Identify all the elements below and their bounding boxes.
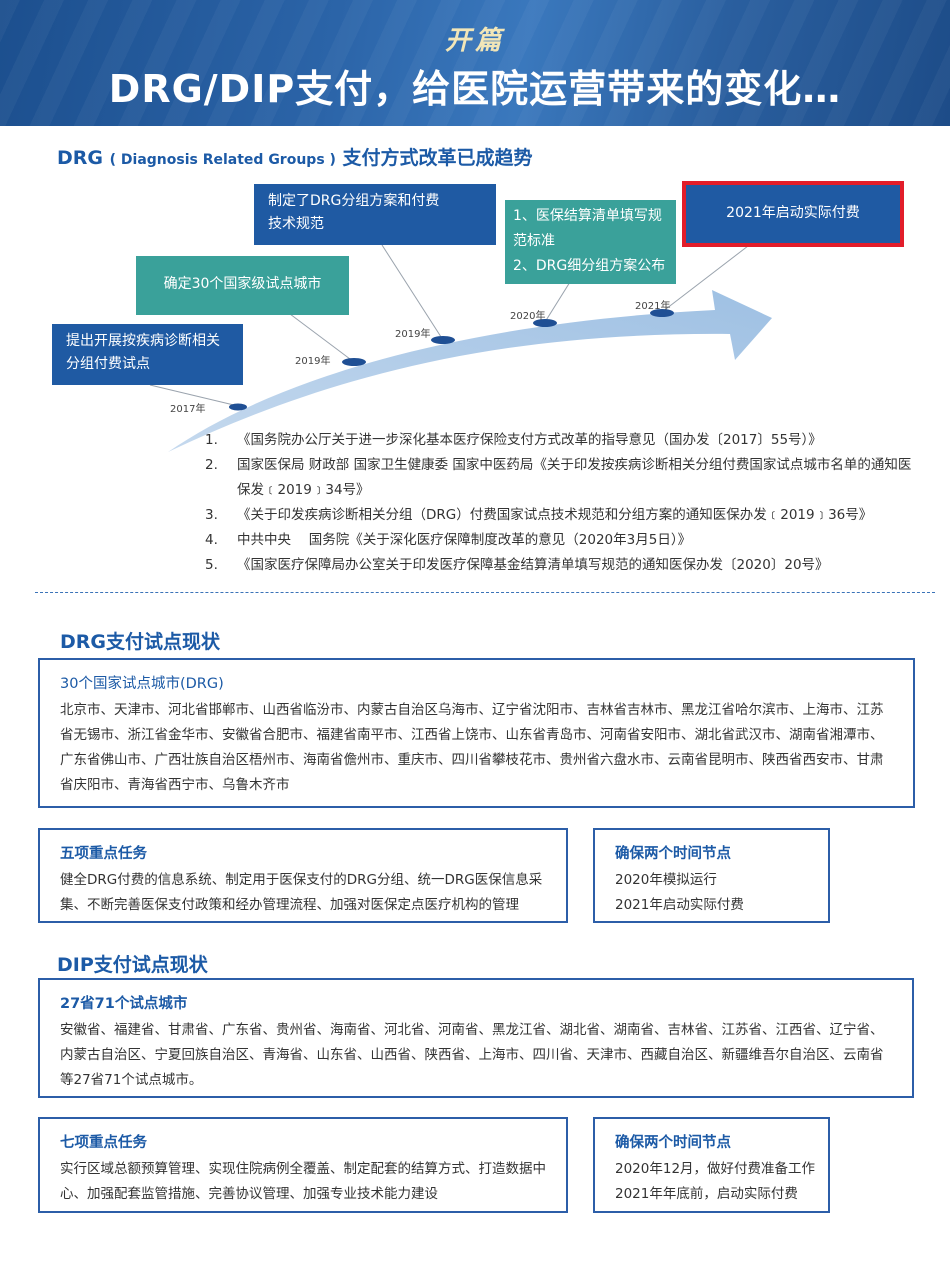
drg-trend-title-tail: 支付方式改革已成趋势 xyxy=(342,147,533,169)
reference-item: 3. 《关于印发疾病诊断相关分组（DRG）付费国家试点技术规范和分组方案的通知医… xyxy=(205,503,915,528)
timeline-dot-3 xyxy=(431,336,455,344)
leader-line-1 xyxy=(149,384,239,407)
timeline-box-2017: 提出开展按疾病诊断相关 分组付费试点 xyxy=(52,324,243,385)
dip-tasks-card: 七项重点任务 实行区域总额预算管理、实现住院病例全覆盖、制定配套的结算方式、打造… xyxy=(38,1117,568,1213)
reference-item: 5. 《国家医疗保障局办公室关于印发医疗保障基金结算清单填写规范的通知医保办发〔… xyxy=(205,553,915,578)
reference-text: 中共中央 国务院《关于深化医疗保障制度改革的意见（2020年3月5日）》 xyxy=(237,532,692,548)
reference-text: 《国家医疗保障局办公室关于印发医疗保障基金结算清单填写规范的通知医保办发〔202… xyxy=(237,557,829,573)
reference-number: 5. xyxy=(205,557,218,573)
leader-line-2 xyxy=(289,313,355,363)
dip-tasks-text: 实行区域总额预算管理、实现住院病例全覆盖、制定配套的结算方式、打造数据中心、加强… xyxy=(60,1161,546,1202)
timeline-box-line: 分组付费试点 xyxy=(66,356,150,372)
timeline-dot-5 xyxy=(650,309,674,317)
reference-text: 《关于印发疾病诊断相关分组（DRG）付费国家试点技术规范和分组方案的通知医保办发… xyxy=(237,507,873,523)
drg-status-title: DRG支付试点现状 xyxy=(60,631,220,653)
timeline-year-2: 2019年 xyxy=(295,356,331,367)
reference-number: 2. xyxy=(205,457,218,473)
timeline-box-line: 2021年启动实际付费 xyxy=(726,205,860,221)
dip-cities-text: 安徽省、福建省、甘肃省、广东省、贵州省、海南省、河北省、河南省、黑龙江省、湖北省… xyxy=(60,1022,884,1088)
timeline-box-2021: 2021年启动实际付费 xyxy=(682,181,904,247)
leader-line-4 xyxy=(544,281,571,323)
reference-item: 1. 《国务院办公厅关于进一步深化基本医疗保险支付方式改革的指导意见（国办发〔2… xyxy=(205,428,915,453)
drg-cities-card: 30个国家试点城市(DRG) 北京市、天津市、河北省邯郸市、山西省临汾市、内蒙古… xyxy=(38,658,915,808)
timeline-year-4: 2020年 xyxy=(510,311,546,322)
dip-cities-title: 27省71个试点城市 xyxy=(60,996,188,1012)
timeline-box-line: 2、DRG细分组方案公布 xyxy=(513,258,666,274)
timeline-box-line: 技术规范 xyxy=(268,216,324,232)
timeline-graphic xyxy=(149,244,772,452)
drg-tasks-text: 健全DRG付费的信息系统、制定用于医保支付的DRG分组、统一DRG医保信息采集、… xyxy=(60,872,543,913)
drg-cities-text: 北京市、天津市、河北省邯郸市、山西省临汾市、内蒙古自治区乌海市、辽宁省沈阳市、吉… xyxy=(60,702,884,793)
dip-status-title: DIP支付试点现状 xyxy=(57,954,208,976)
dip-milestone-line: 2020年12月，做好付费准备工作 xyxy=(615,1161,816,1177)
timeline-box-line: 1、医保结算清单填写规 xyxy=(513,208,662,224)
dip-cities-card: 27省71个试点城市 安徽省、福建省、甘肃省、广东省、贵州省、海南省、河北省、河… xyxy=(38,978,914,1098)
reference-text: 《国务院办公厅关于进一步深化基本医疗保险支付方式改革的指导意见（国办发〔2017… xyxy=(237,432,822,448)
drg-tasks-card: 五项重点任务 健全DRG付费的信息系统、制定用于医保支付的DRG分组、统一DRG… xyxy=(38,828,568,923)
drg-cities-title: 30个国家试点城市(DRG) xyxy=(60,676,224,692)
drg-milestone-line: 2020年模拟运行 xyxy=(615,872,717,888)
dip-milestones-title: 确保两个时间节点 xyxy=(615,1135,731,1151)
timeline-year-5: 2021年 xyxy=(635,301,671,312)
leader-line-3 xyxy=(381,244,444,341)
timeline-arrow xyxy=(168,290,772,452)
timeline-box-line: 制定了DRG分组方案和付费 xyxy=(268,193,440,209)
timeline-dot-4 xyxy=(533,319,557,327)
dip-tasks-title: 七项重点任务 xyxy=(60,1135,147,1151)
page-title: DRG/DIP支付，给医院运营带来的变化… xyxy=(108,67,842,111)
timeline-box-2020: 1、医保结算清单填写规 范标准 2、DRG细分组方案公布 xyxy=(505,200,676,284)
dip-milestones-card: 确保两个时间节点 2020年12月，做好付费准备工作 2021年年底前，启动实际… xyxy=(593,1117,830,1213)
reference-number: 3. xyxy=(205,507,218,523)
dip-milestone-line: 2021年年底前，启动实际付费 xyxy=(615,1186,798,1202)
reference-item: 2. 国家医保局 财政部 国家卫生健康委 国家中医药局《关于印发按疾病诊断相关分… xyxy=(205,453,915,503)
drg-trend-title-paren: ( Diagnosis Related Groups ) xyxy=(109,152,336,168)
drg-milestones-card: 确保两个时间节点 2020年模拟运行 2021年启动实际付费 xyxy=(593,828,830,923)
timeline-dot-1 xyxy=(229,403,247,411)
reference-item: 4. 中共中央 国务院《关于深化医疗保障制度改革的意见（2020年3月5日）》 xyxy=(205,528,915,553)
section-divider xyxy=(35,592,935,593)
drg-trend-title-main: DRG xyxy=(57,147,103,169)
header-kicker: 开篇 xyxy=(444,26,505,56)
header-banner: 开篇 DRG/DIP支付，给医院运营带来的变化… xyxy=(0,0,950,126)
timeline-box-line: 确定30个国家级试点城市 xyxy=(163,276,322,292)
timeline-box-2019b: 制定了DRG分组方案和付费 技术规范 xyxy=(254,184,496,245)
reference-list: 1. 《国务院办公厅关于进一步深化基本医疗保险支付方式改革的指导意见（国办发〔2… xyxy=(205,428,915,578)
drg-trend-title: DRG ( Diagnosis Related Groups ) 支付方式改革已… xyxy=(57,143,533,170)
reference-text: 国家医保局 财政部 国家卫生健康委 国家中医药局《关于印发按疾病诊断相关分组付费… xyxy=(237,457,912,498)
timeline-dot-2 xyxy=(342,358,366,366)
drg-milestones-title: 确保两个时间节点 xyxy=(615,846,731,862)
timeline-box-line: 提出开展按疾病诊断相关 xyxy=(66,333,220,349)
timeline-box-2019a: 确定30个国家级试点城市 xyxy=(136,256,349,315)
reference-number: 1. xyxy=(205,432,218,448)
timeline-box-line: 范标准 xyxy=(513,233,555,249)
timeline-year-1: 2017年 xyxy=(170,404,206,415)
reference-number: 4. xyxy=(205,532,218,548)
drg-tasks-title: 五项重点任务 xyxy=(60,846,147,862)
timeline-year-3: 2019年 xyxy=(395,329,431,340)
leader-line-5 xyxy=(661,245,749,313)
drg-milestone-line: 2021年启动实际付费 xyxy=(615,897,744,913)
